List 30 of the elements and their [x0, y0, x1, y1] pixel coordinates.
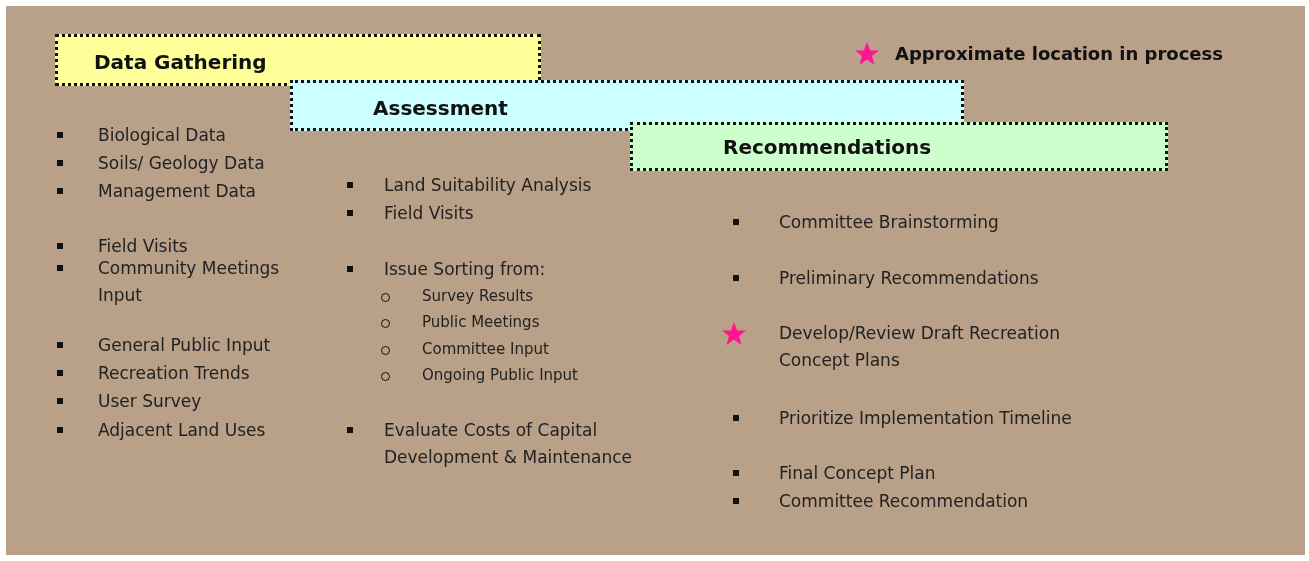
list-item: Ongoing Public Input [422, 365, 579, 386]
list-item: Public Meetings [422, 312, 541, 333]
list-item: Evaluate Costs of Capital Development & Maintenance [384, 419, 633, 469]
list-item: Preliminary Recommendations [779, 267, 1040, 290]
list-item: Biological Data [98, 124, 227, 147]
list-item: Prioritize Implementation Timeline [779, 407, 1073, 430]
list-item: Recreation Trends [98, 362, 251, 385]
list-item: Community Meetings Input [98, 257, 281, 307]
list-item: User Survey [98, 390, 203, 413]
phase-title: Recommendations [723, 135, 932, 159]
list-item: General Public Input [98, 334, 272, 357]
list-item: Soils/ Geology Data [98, 152, 266, 175]
list-item: Field Visits [384, 202, 475, 225]
list-item: Management Data [98, 180, 257, 203]
phase-title: Data Gathering [94, 50, 267, 74]
list-item: Committee Input [422, 339, 550, 360]
list-item: Land Suitability Analysis [384, 174, 593, 197]
phase-box [630, 122, 1168, 171]
phase-box [290, 80, 964, 131]
list-item: Develop/Review Draft Recreation Concept Plans [779, 322, 1061, 372]
list-item: Adjacent Land Uses [98, 419, 267, 442]
phase-box [55, 34, 541, 86]
list-item: Survey Results [422, 286, 535, 307]
list-item: Field Visits [98, 235, 189, 258]
list-item: Final Concept Plan [779, 462, 937, 485]
list-item: Committee Recommendation [779, 490, 1030, 513]
list-item: Issue Sorting from: [384, 258, 547, 281]
list-item: Committee Brainstorming [779, 211, 1000, 234]
phase-title: Assessment [373, 96, 508, 120]
legend-label: Approximate location in process [895, 43, 1223, 64]
